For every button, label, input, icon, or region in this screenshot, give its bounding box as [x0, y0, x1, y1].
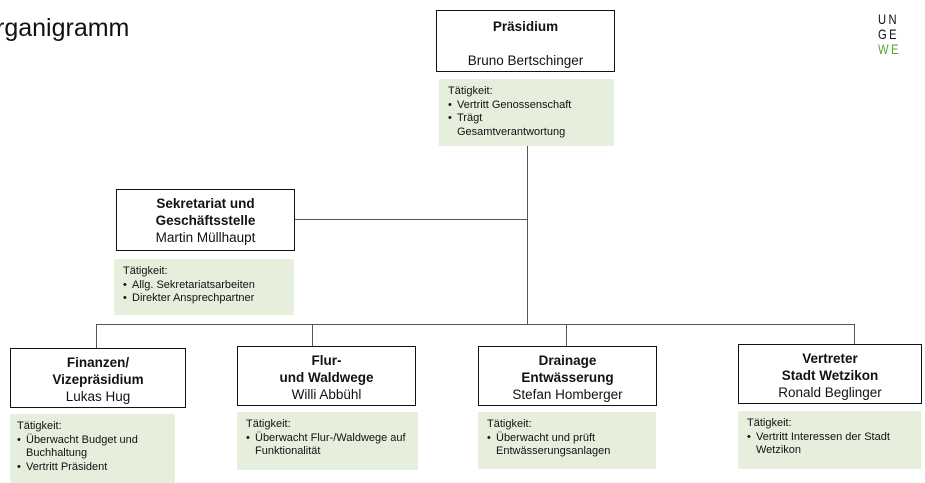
logo: UN GE WE: [878, 12, 907, 57]
drainage-title-line2: Entwässerung: [521, 370, 614, 385]
sekretariat-activity-item: Allg. Sekretariatsarbeiten: [123, 279, 285, 293]
connector-vertreter: [854, 324, 855, 346]
org-box-sekretariat: Sekretariat und Geschäftsstelle Martin M…: [116, 189, 295, 251]
finanzen-activity-label: Tätigkeit:: [17, 420, 62, 432]
drainage-title-line1: Drainage: [538, 353, 597, 368]
finanzen-activity-item: Vertritt Präsident: [17, 461, 168, 475]
connector-drainage: [566, 324, 567, 346]
activity-box-praesidium: Tätigkeit: Vertritt Genossenschaft Trägt…: [439, 79, 614, 146]
praesidium-activity-item: Trägt Gesamtverantwortung: [448, 112, 565, 139]
org-box-finanzen: Finanzen/ Vizepräsidium Lukas Hug: [10, 348, 186, 408]
vertreter-activity-item: Vertritt Interessen der Stadt Wetzikon: [747, 431, 912, 458]
logo-line-1: UN: [878, 11, 899, 27]
finanzen-person: Lukas Hug: [65, 389, 131, 404]
vertreter-title-line1: Vertreter: [802, 351, 858, 366]
connector-trunk: [527, 146, 528, 324]
logo-line-2: GE: [878, 26, 899, 42]
sekretariat-title-line2: Geschäftsstelle: [155, 213, 256, 228]
praesidium-activity-item: Vertritt Genossenschaft: [448, 99, 605, 113]
vertreter-person: Ronald Beglinger: [778, 385, 882, 400]
praesidium-activity-label: Tätigkeit:: [448, 85, 493, 97]
connector-flur: [312, 324, 313, 346]
drainage-person: Stefan Homberger: [512, 387, 623, 402]
flur-title-line2: und Waldwege: [279, 370, 374, 385]
drainage-activity-item: Überwacht und prüft Entwässerungsanlagen: [487, 432, 647, 459]
logo-line-3: WE: [878, 41, 901, 57]
activity-box-drainage: Tätigkeit: Überwacht und prüft Entwässer…: [478, 412, 656, 469]
finanzen-title-line2: Vizepräsidium: [52, 372, 144, 387]
org-box-praesidium: Präsidium Bruno Bertschinger: [436, 10, 615, 72]
org-box-drainage: Drainage Entwässerung Stefan Homberger: [478, 346, 657, 406]
praesidium-person: Bruno Bertschinger: [467, 53, 584, 68]
finanzen-title-line1: Finanzen/: [66, 355, 130, 370]
flur-title-line1: Flur-: [311, 353, 342, 368]
sekretariat-person: Martin Müllhaupt: [155, 230, 256, 245]
org-box-flur: Flur- und Waldwege Willi Abbühl: [237, 346, 416, 406]
connector-finanzen: [96, 324, 97, 348]
org-box-vertreter: Vertreter Stadt Wetzikon Ronald Beglinge…: [738, 344, 922, 404]
page-title: rganigramm: [0, 14, 130, 42]
connector-sekretariat: [295, 219, 527, 220]
sekretariat-activity-label: Tätigkeit:: [123, 265, 168, 277]
activity-box-flur: Tätigkeit: Überwacht Flur-/Waldwege auf …: [237, 412, 418, 470]
vertreter-title-line2: Stadt Wetzikon: [781, 368, 879, 383]
flur-activity-item: Überwacht Flur-/Waldwege auf Funktionali…: [246, 432, 409, 459]
connector-horizontal-bar: [96, 324, 855, 325]
activity-box-sekretariat: Tätigkeit: Allg. Sekretariatsarbeiten Di…: [114, 259, 294, 315]
vertreter-activity-label: Tätigkeit:: [747, 417, 792, 429]
finanzen-activity-item: Überwacht Budget und Buchhaltung: [17, 434, 168, 461]
sekretariat-activity-item: Direkter Ansprechpartner: [123, 292, 285, 306]
praesidium-title: Präsidium: [492, 19, 559, 34]
drainage-activity-label: Tätigkeit:: [487, 418, 532, 430]
flur-person: Willi Abbühl: [291, 387, 362, 402]
flur-activity-label: Tätigkeit:: [246, 418, 291, 430]
activity-box-vertreter: Tätigkeit: Vertritt Interessen der Stadt…: [738, 411, 921, 469]
activity-box-finanzen: Tätigkeit: Überwacht Budget und Buchhalt…: [10, 414, 175, 483]
sekretariat-title-line1: Sekretariat und: [156, 196, 255, 211]
